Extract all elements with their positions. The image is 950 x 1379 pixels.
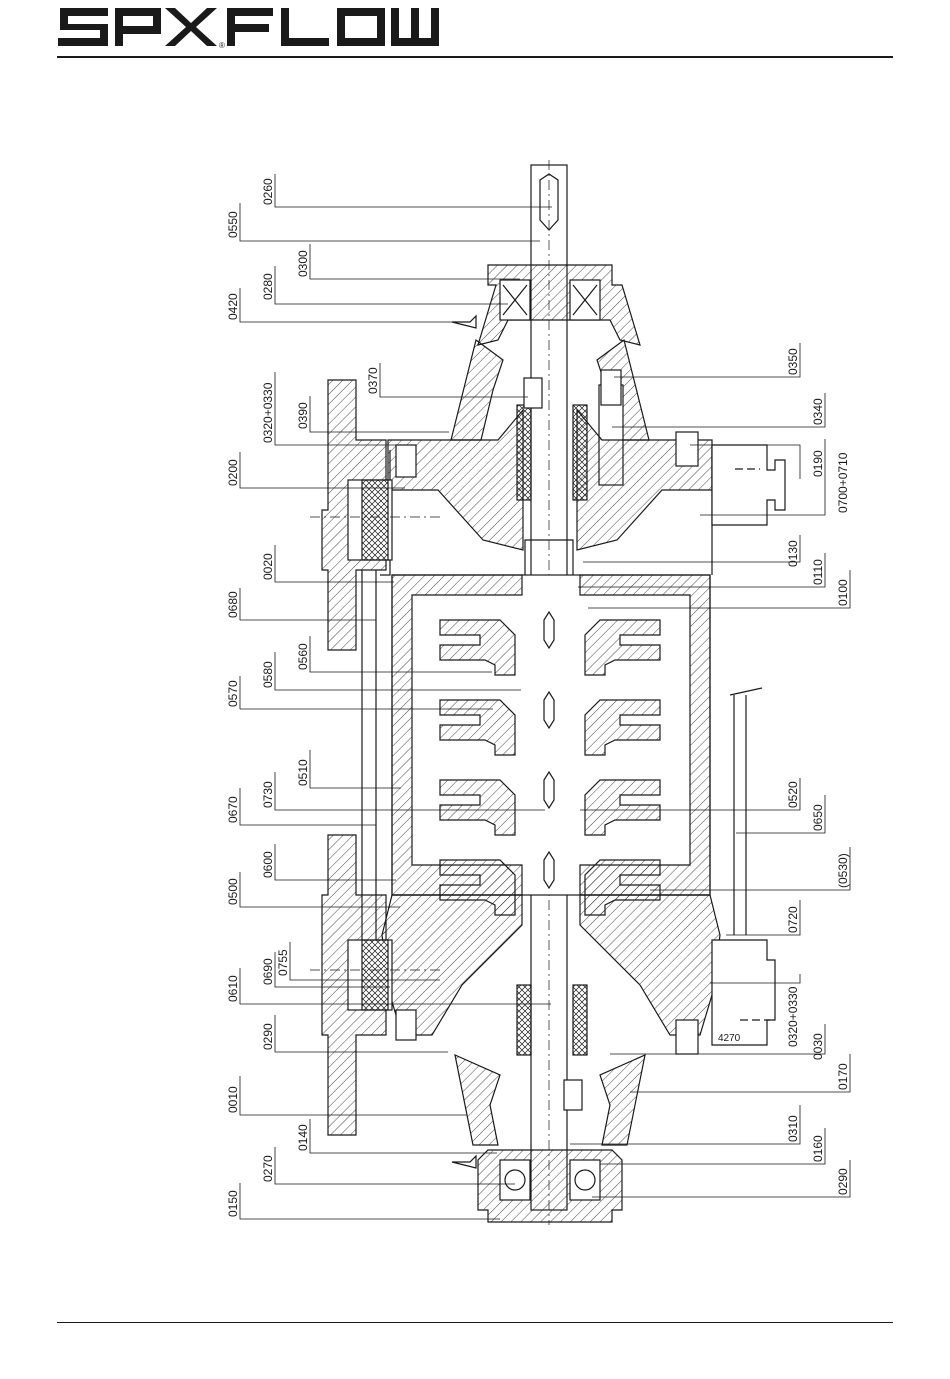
part-label-0280: 0280: [261, 273, 275, 300]
footer-rule: [57, 1322, 893, 1323]
part-label-0290-right: 0290: [836, 1168, 850, 1195]
part-label-0110: 0110: [811, 559, 825, 585]
part-label-0550: 0550: [226, 211, 240, 238]
part-label-0520: 0520: [786, 781, 800, 808]
part-label-0720: 0720: [786, 906, 800, 933]
part-label-0680: 0680: [226, 591, 240, 618]
part-label-0160: 0160: [811, 1135, 825, 1162]
part-label-0010: 0010: [226, 1086, 240, 1113]
part-label-0200: 0200: [226, 459, 240, 486]
part-label-0600: 0600: [261, 851, 275, 878]
part-label-0020: 0020: [261, 553, 275, 580]
part-label-0290-left: 0290: [261, 1023, 275, 1050]
part-label-0190: 0190: [811, 450, 825, 477]
part-label-0140: 0140: [296, 1124, 310, 1151]
part-label-0570: 0570: [226, 680, 240, 707]
part-label-0580: 0580: [261, 661, 275, 688]
part-label-4270: 4270: [718, 1033, 741, 1044]
part-label-0170: 0170: [836, 1063, 850, 1090]
part-label-0100: 0100: [836, 579, 850, 606]
part-label-0300: 0300: [296, 250, 310, 277]
part-label-0340: 0340: [811, 398, 825, 425]
part-label-0650: 0650: [811, 804, 825, 831]
part-label-0390: 0390: [296, 402, 310, 429]
part-label-0610: 0610: [226, 975, 240, 1002]
part-label-0350: 0350: [786, 348, 800, 375]
part-label-0690: 0690: [261, 958, 275, 985]
part-label-0700-0710: 0700+0710: [836, 452, 850, 513]
part-label-0030: 0030: [811, 1033, 825, 1060]
part-label-0130: 0130: [786, 540, 800, 567]
part-label-0530: (0530): [836, 853, 850, 888]
part-label-0510: 0510: [296, 759, 310, 786]
part-label-0270: 0270: [261, 1155, 275, 1182]
part-label-0310: 0310: [786, 1115, 800, 1142]
part-label-0320-0330-right: 0320+0330: [786, 986, 800, 1047]
part-label-0320-0330: 0320+0330: [261, 382, 275, 443]
part-label-0370: 0370: [366, 367, 380, 394]
part-label-0670: 0670: [226, 796, 240, 823]
part-label-0420: 0420: [226, 293, 240, 320]
part-label-0500: 0500: [226, 878, 240, 905]
part-label-0150: 0150: [226, 1190, 240, 1217]
part-label-0260: 0260: [261, 178, 275, 205]
part-label-0560: 0560: [296, 643, 310, 670]
part-label-0755: 0755: [276, 949, 290, 976]
part-label-0730: 0730: [261, 781, 275, 808]
